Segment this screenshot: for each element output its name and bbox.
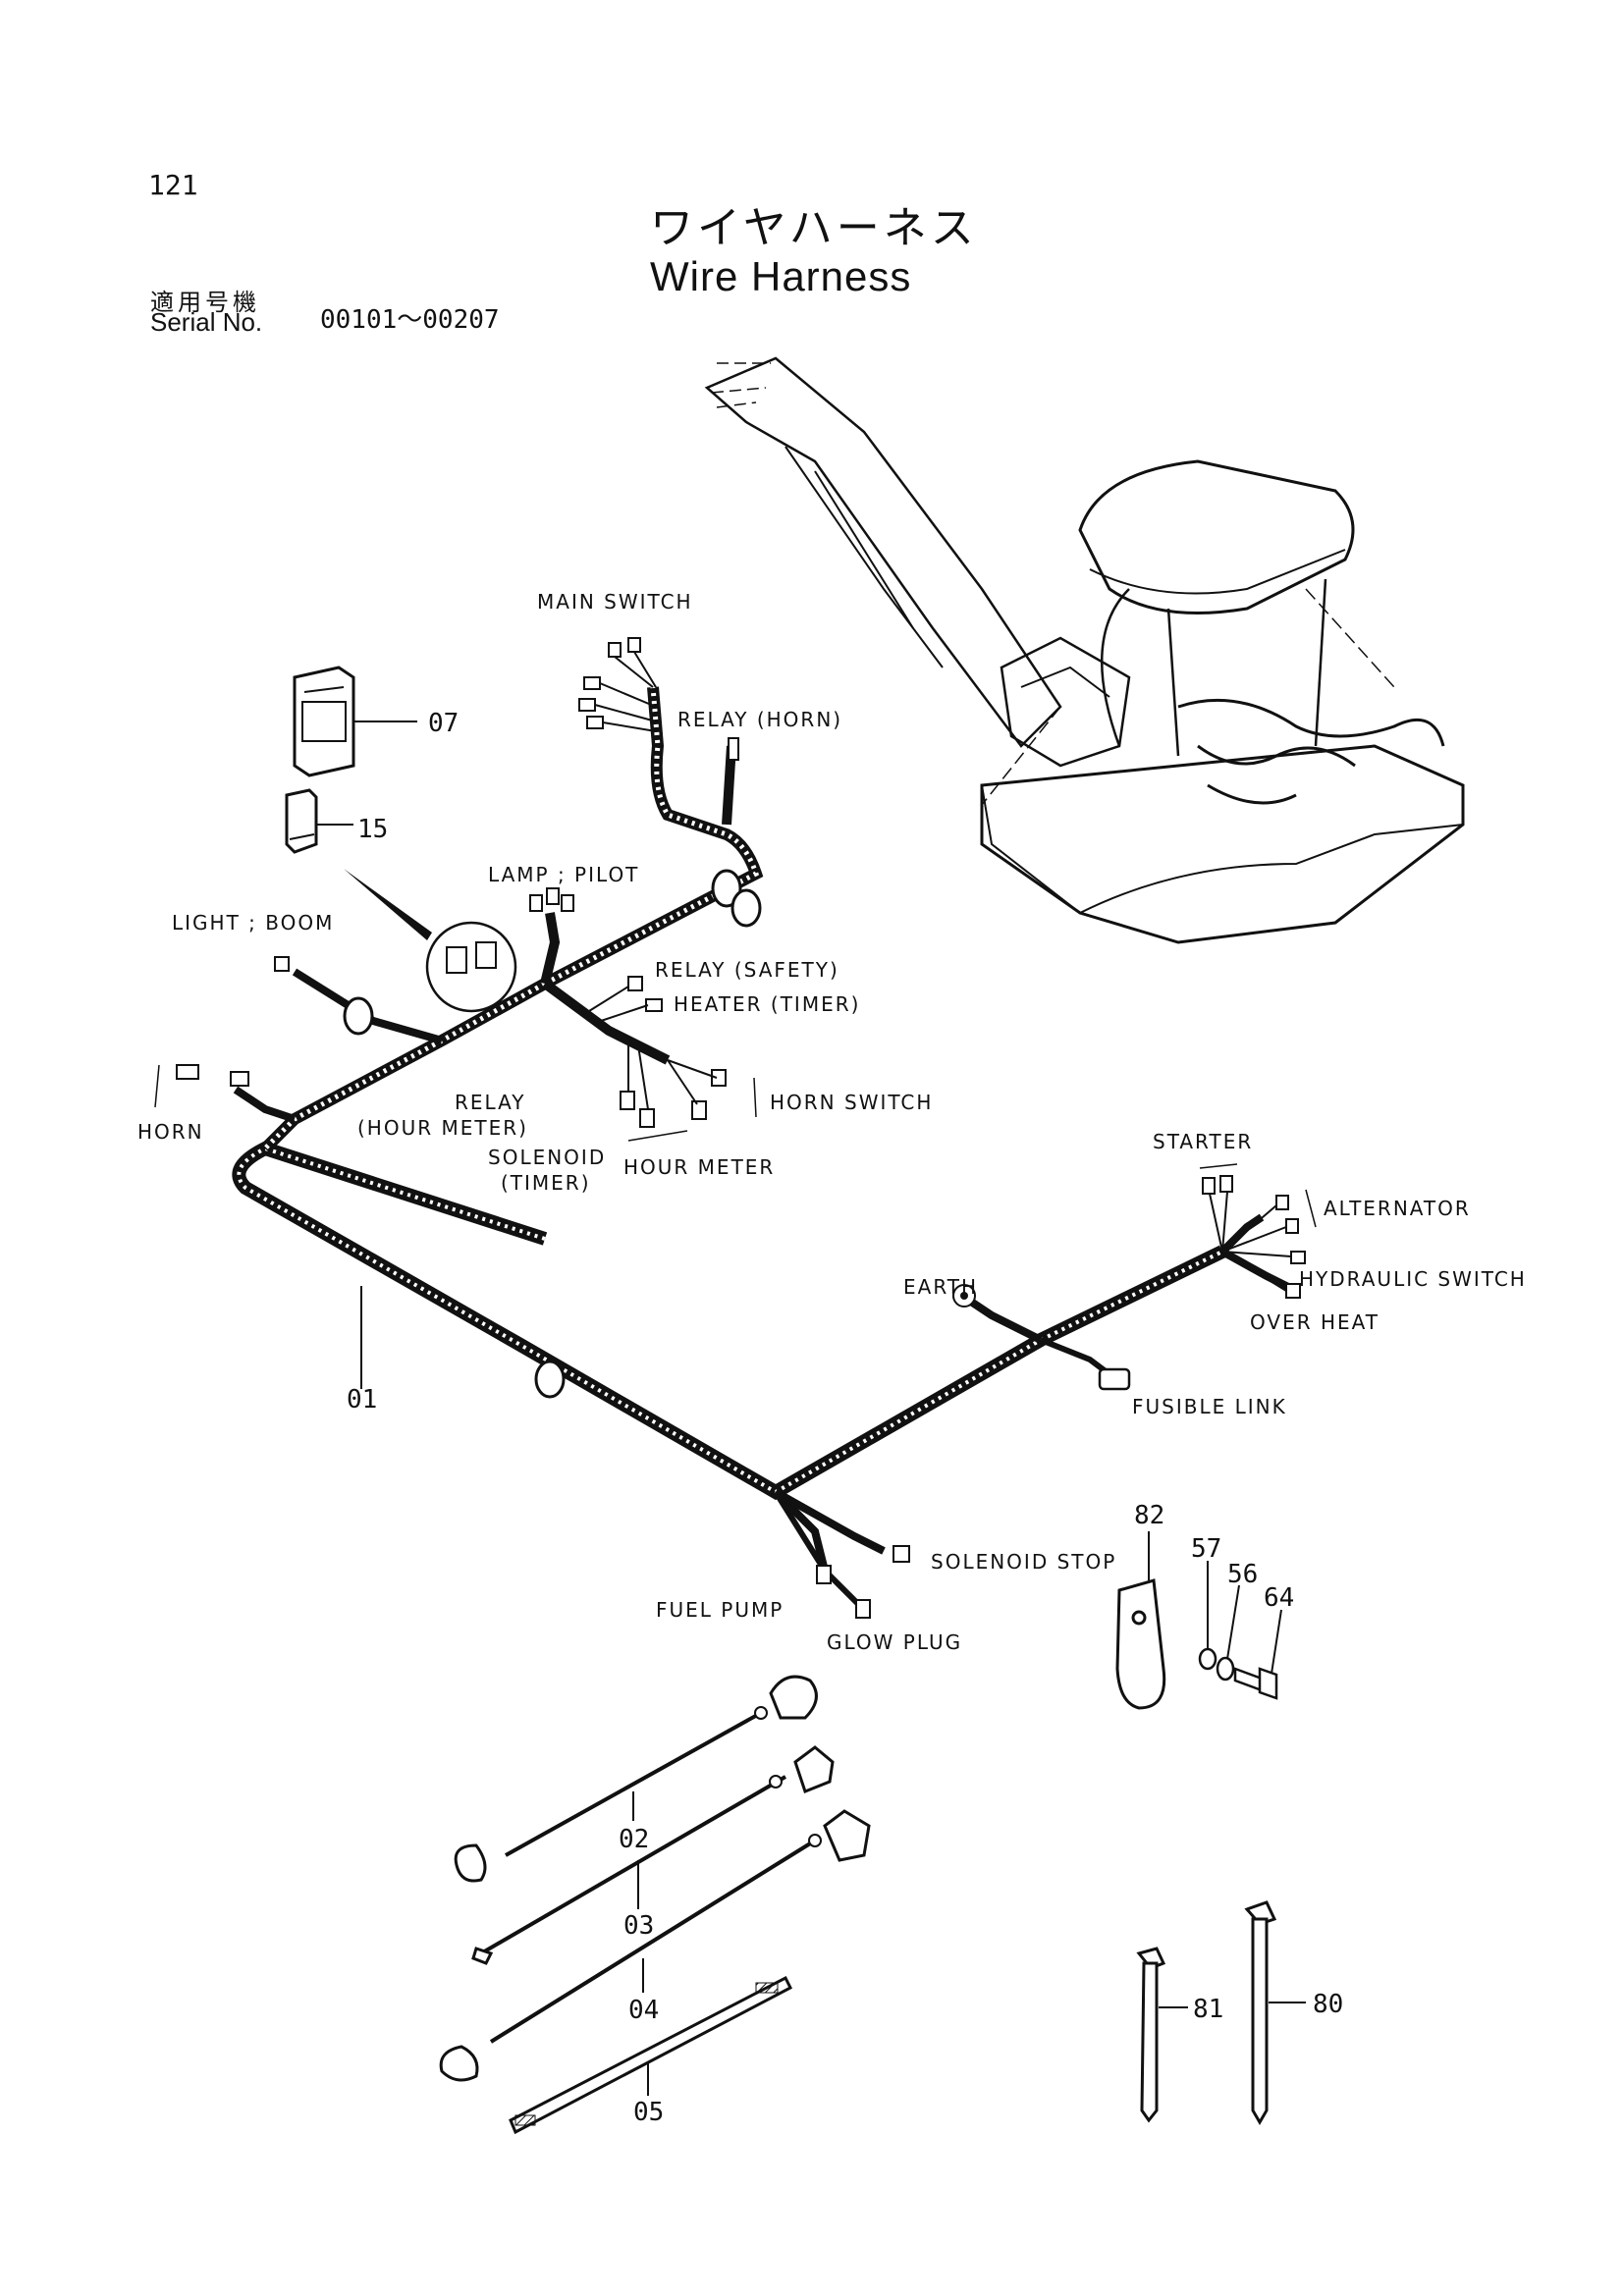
part-05-strap (509, 1975, 792, 2135)
label-over-heat: OVER HEAT (1250, 1310, 1380, 1334)
label-hour-meter-paren: (HOUR METER) (357, 1116, 528, 1140)
label-lamp-pilot: LAMP ; PILOT (488, 863, 639, 886)
part-number-64: 64 (1264, 1583, 1294, 1613)
part-number-82: 82 (1134, 1501, 1164, 1530)
part-number-03: 03 (623, 1911, 654, 1941)
label-solenoid: SOLENOID (488, 1146, 606, 1169)
label-horn-switch: HORN SWITCH (770, 1091, 933, 1114)
serial-label-japanese: 適用号機 (150, 289, 260, 316)
serial-range: 00101～00207 (320, 305, 500, 335)
label-alternator: ALTERNATOR (1324, 1197, 1471, 1220)
part-81-cable-tie (1136, 1947, 1188, 2123)
label-earth: EARTH (903, 1275, 978, 1299)
part-64-bolt (1233, 1609, 1282, 1700)
label-brackets (154, 1064, 1317, 1228)
label-fuel-pump: FUEL PUMP (656, 1598, 784, 1622)
label-glow-plug: GLOW PLUG (827, 1630, 962, 1654)
label-main-switch: MAIN SWITCH (537, 590, 693, 614)
part-number-02: 02 (619, 1825, 649, 1854)
label-heater-timer: HEATER (TIMER) (674, 992, 860, 1016)
part-number-01: 01 (347, 1385, 377, 1415)
label-fusible-link: FUSIBLE LINK (1132, 1395, 1287, 1418)
part-56-washer (1216, 1584, 1240, 1682)
label-solenoid-stop: SOLENOID STOP (931, 1550, 1116, 1574)
part-number-15: 15 (357, 815, 388, 844)
label-relay-safety: RELAY (SAFETY) (655, 958, 839, 982)
serial-label-english: Serial No. (150, 307, 263, 337)
relay-detail-callout (344, 869, 517, 1013)
part-number-57: 57 (1191, 1534, 1221, 1564)
part-number-05: 05 (633, 2098, 664, 2127)
part-04-battery-cable (439, 1809, 871, 2082)
label-horn: HORN (137, 1120, 204, 1144)
part-80-cable-tie (1244, 1900, 1306, 2125)
part-number-04: 04 (628, 1996, 659, 2025)
title-japanese: ワイヤハーネス (650, 203, 978, 253)
part-15-relay (285, 788, 353, 854)
part-number-81: 81 (1193, 1995, 1223, 2024)
label-relay: RELAY (455, 1091, 525, 1114)
label-starter: STARTER (1153, 1130, 1253, 1153)
label-timer: (TIMER) (501, 1171, 591, 1195)
part-82-clamp (1115, 1531, 1166, 1710)
part-number-56: 56 (1227, 1560, 1258, 1589)
label-light-boom: LIGHT ; BOOM (172, 911, 334, 934)
part-57-washer (1198, 1561, 1217, 1671)
main-harness (176, 637, 1306, 1619)
part-07-relay-box (293, 666, 417, 777)
title-english: Wire Harness (650, 253, 912, 299)
part-03-battery-cable (471, 1745, 835, 1965)
part-number-07: 07 (428, 709, 459, 738)
excavator-illustration (704, 356, 1465, 944)
label-relay-horn: RELAY (HORN) (677, 708, 842, 731)
page-number: 121 (148, 169, 198, 201)
label-hydraulic-switch: HYDRAULIC SWITCH (1299, 1267, 1527, 1291)
part-number-80: 80 (1313, 1990, 1343, 2019)
label-hour-meter: HOUR METER (623, 1155, 775, 1179)
part-02-battery-cable (454, 1675, 818, 1883)
